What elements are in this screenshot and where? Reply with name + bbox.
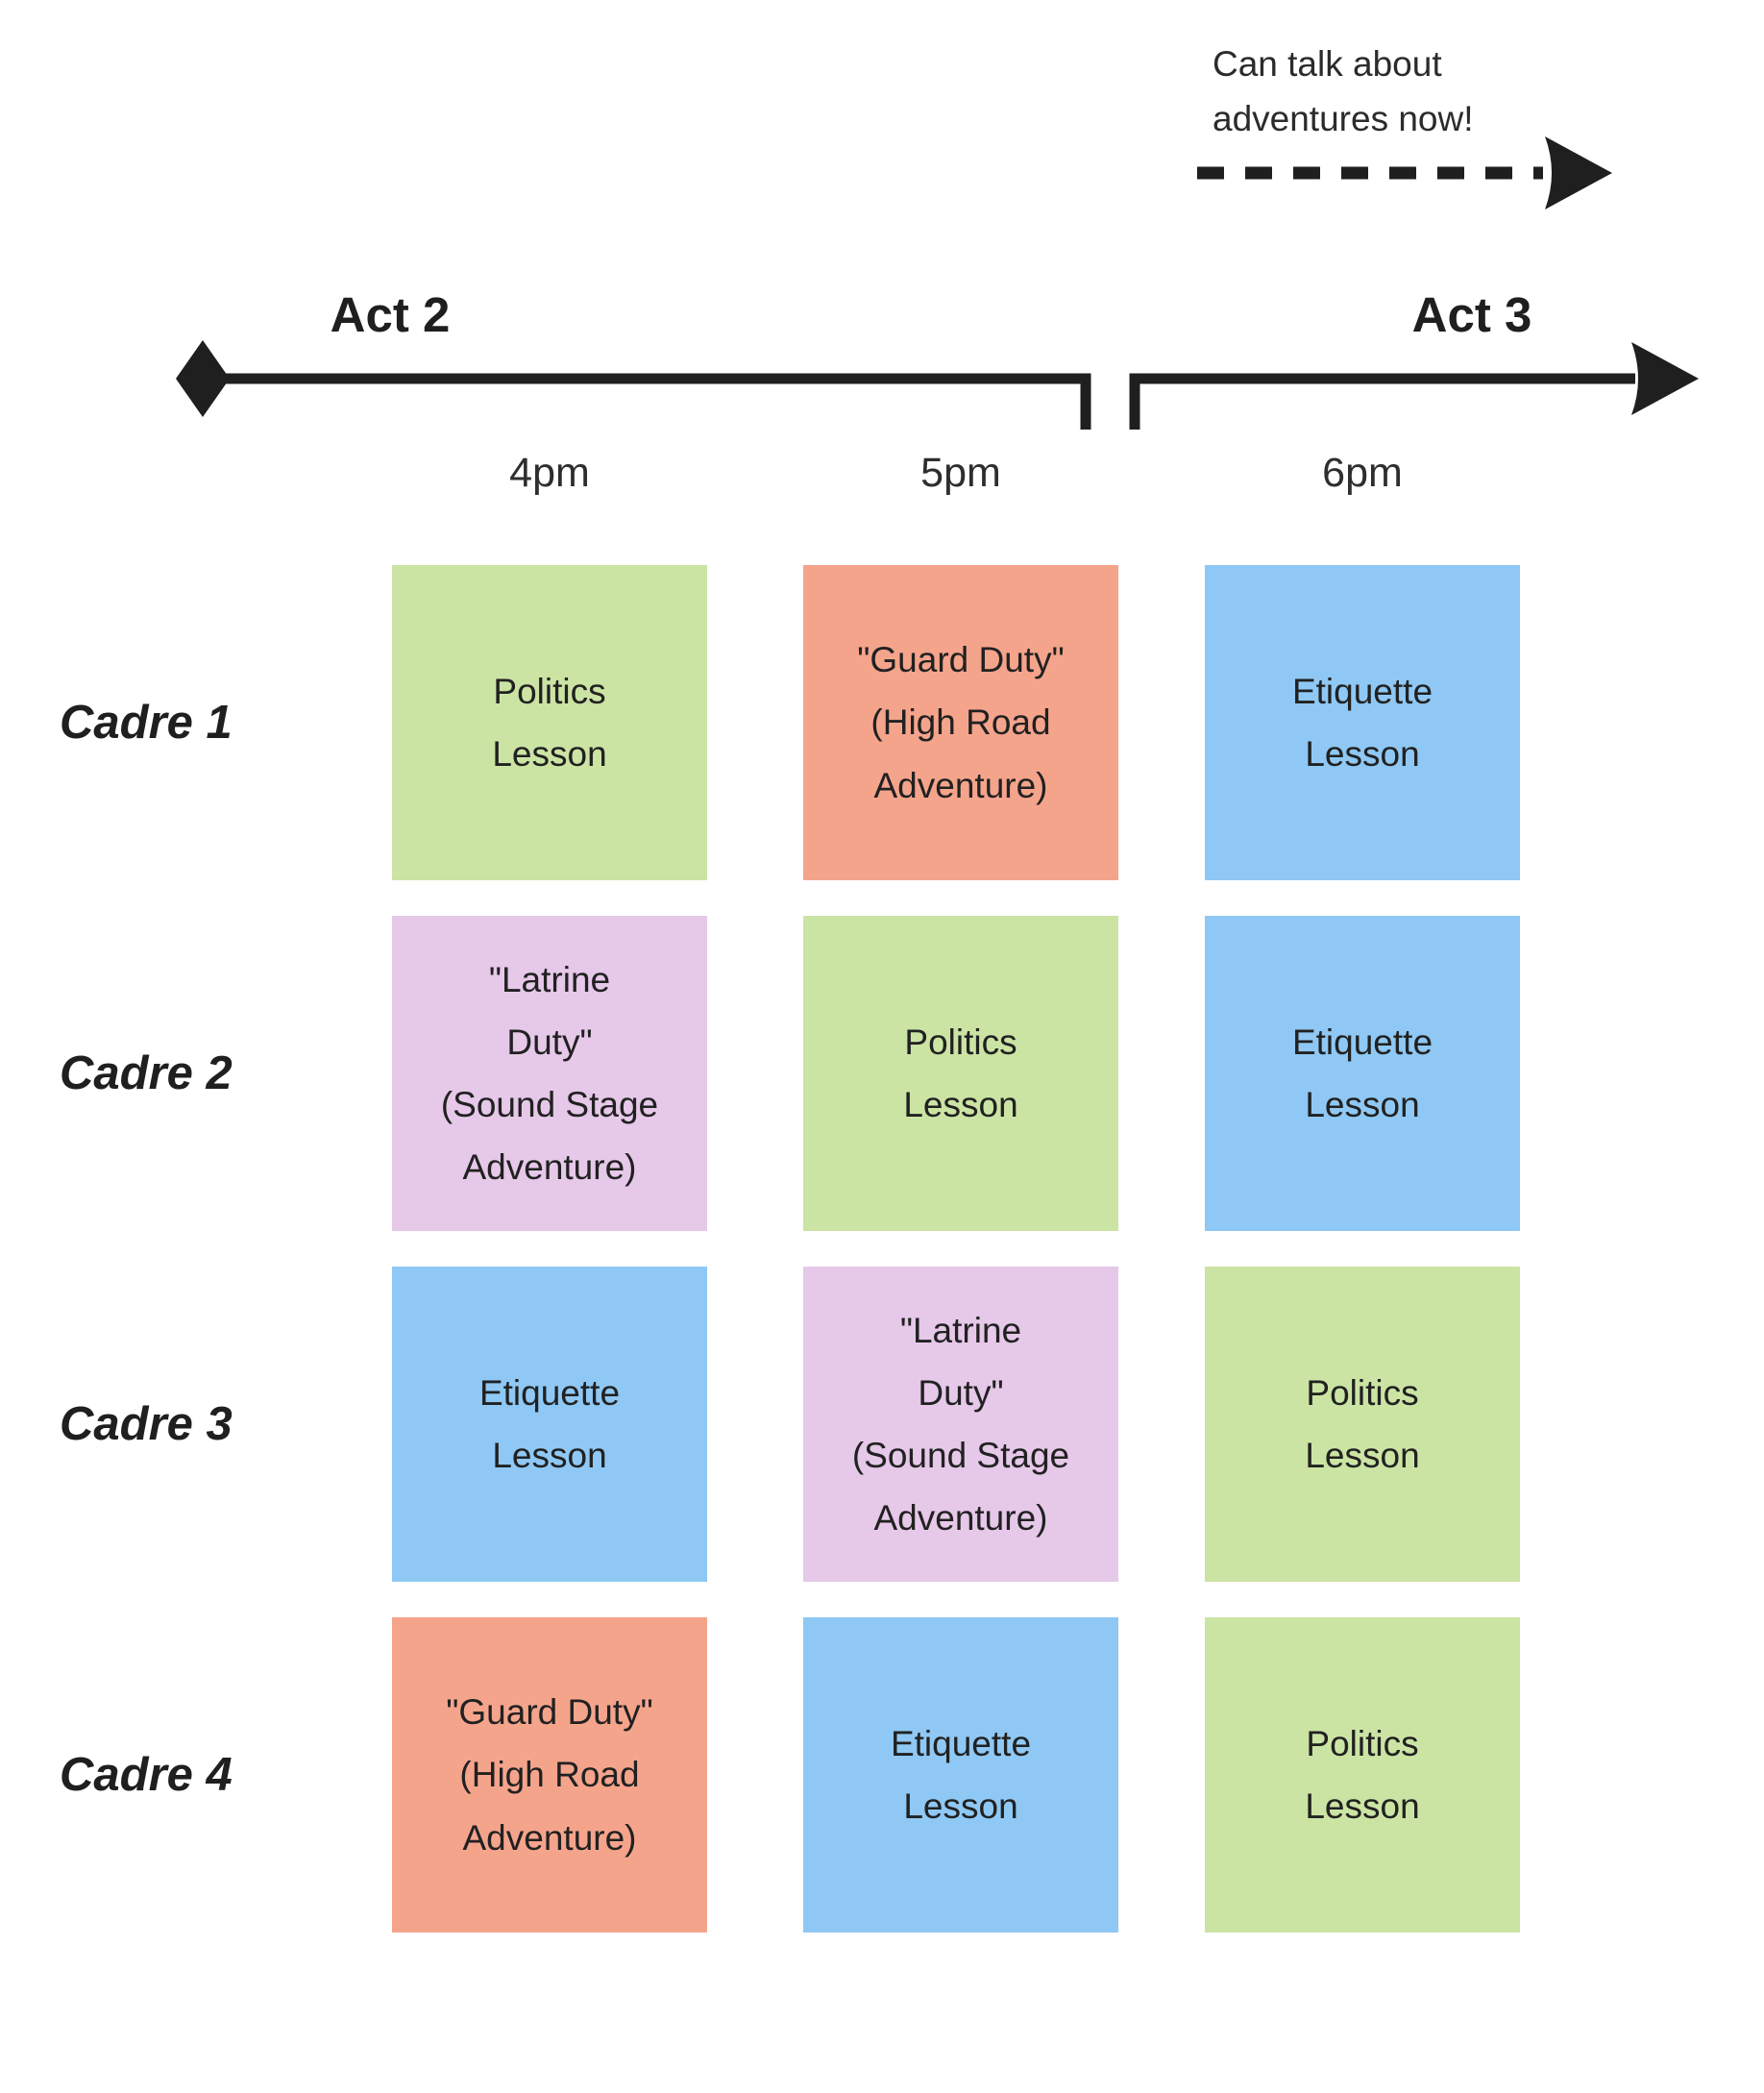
cell-text: Politics Lesson — [903, 1022, 1018, 1124]
schedule-cell-r3c3: Politics Lesson — [1205, 1267, 1520, 1582]
schedule-cell-r1c2: "Guard Duty" (High Road Adventure) — [803, 565, 1118, 880]
schedule-cell-r2c3: Etiquette Lesson — [1205, 916, 1520, 1231]
schedule-cell-r3c1: Etiquette Lesson — [392, 1267, 707, 1582]
cell-text: "Guard Duty" (High Road Adventure) — [857, 640, 1065, 805]
time-label-4pm: 4pm — [509, 450, 590, 496]
act3-bracket — [1129, 373, 1635, 430]
annotation-line-1: Can talk about — [1213, 44, 1442, 84]
cell-text: Politics Lesson — [1305, 1372, 1420, 1475]
row-label-cadre-3: Cadre 3 — [60, 1398, 233, 1450]
schedule-cell-r3c2: "Latrine Duty" (Sound Stage Adventure) — [803, 1267, 1118, 1582]
cell-text: Etiquette Lesson — [890, 1723, 1032, 1826]
act3-label: Act 3 — [1411, 287, 1532, 342]
schedule-cell-r2c1: "Latrine Duty" (Sound Stage Adventure) — [392, 916, 707, 1231]
schedule-cell-r1c3: Etiquette Lesson — [1205, 565, 1520, 880]
cell-text: "Guard Duty" (High Road Adventure) — [446, 1692, 653, 1858]
schedule-cell-r2c2: Politics Lesson — [803, 916, 1118, 1231]
cell-text: Etiquette Lesson — [478, 1372, 621, 1475]
schedule-cell-r1c1: Politics Lesson — [392, 565, 707, 880]
schedule-cell-r4c3: Politics Lesson — [1205, 1617, 1520, 1933]
act2-bracket — [206, 373, 1091, 430]
annotation-line-2: adventures now! — [1213, 99, 1474, 139]
schedule-cell-r4c2: Etiquette Lesson — [803, 1617, 1118, 1933]
cell-text: "Latrine Duty" (Sound Stage Adventure) — [440, 959, 659, 1188]
dashed-arrow-head-icon — [1545, 136, 1612, 209]
act2-label: Act 2 — [330, 287, 451, 342]
cell-text: Etiquette Lesson — [1291, 1022, 1433, 1124]
row-label-cadre-4: Cadre 4 — [60, 1749, 233, 1801]
time-label-5pm: 5pm — [920, 450, 1001, 496]
schedule-cell-r4c1: "Guard Duty" (High Road Adventure) — [392, 1617, 707, 1933]
time-label-6pm: 6pm — [1322, 450, 1403, 496]
row-label-cadre-1: Cadre 1 — [60, 697, 233, 749]
dashed-arrow-icon — [1197, 136, 1612, 209]
cell-text: Politics Lesson — [492, 671, 607, 774]
diamond-icon — [176, 340, 230, 417]
annotation-note: Can talk about adventures now! — [1213, 37, 1474, 147]
cell-text: "Latrine Duty" (Sound Stage Adventure) — [851, 1310, 1070, 1539]
timeline-arrow — [176, 340, 1699, 430]
cell-text: Etiquette Lesson — [1291, 671, 1433, 774]
row-label-cadre-2: Cadre 2 — [60, 1047, 233, 1099]
timeline-arrowhead-icon — [1631, 342, 1699, 415]
cell-text: Politics Lesson — [1305, 1723, 1420, 1826]
